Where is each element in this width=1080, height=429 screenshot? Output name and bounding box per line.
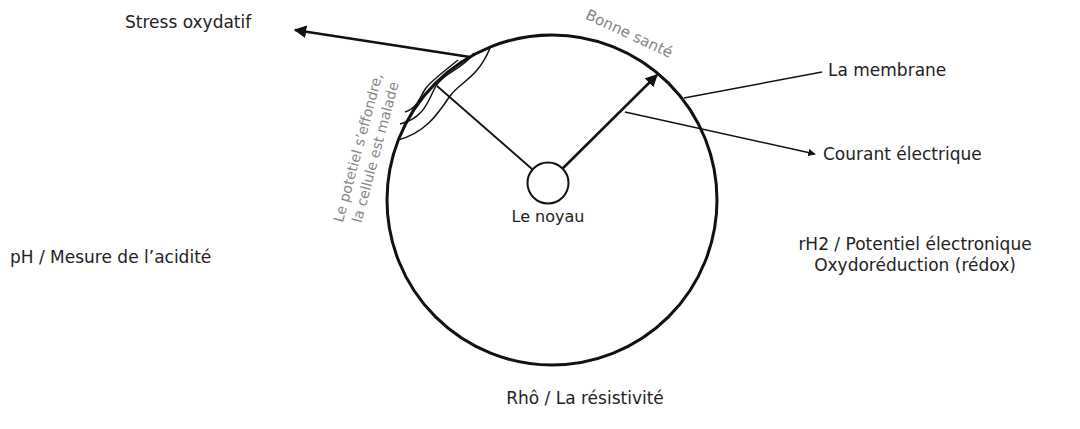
collapse-wave [398, 48, 490, 140]
part-label: Courant électrique [823, 144, 982, 165]
current-arrow [625, 112, 815, 154]
stress-arrow [295, 30, 470, 57]
measure-label: Rhô / La résistivité [506, 388, 664, 409]
nucleus-circle: Le noyau [526, 161, 570, 205]
state-label: Bonne santé [571, 0, 688, 68]
nucleus-outline [526, 161, 570, 205]
measure-label: rH2 / Potentiel électronique Oxydoréduct… [765, 234, 1065, 277]
part-label: La membrane [828, 60, 946, 81]
measure-label: pH / Mesure de l’acidité [10, 247, 211, 268]
collapse-wave [405, 60, 458, 112]
health-arrow [548, 75, 657, 183]
collapse-line [437, 86, 548, 183]
nucleus-label: Le noyau [512, 207, 585, 227]
membrane-leader [684, 72, 822, 98]
effect-label: Stress oxydatif [125, 12, 251, 33]
cell-membrane [387, 35, 717, 365]
